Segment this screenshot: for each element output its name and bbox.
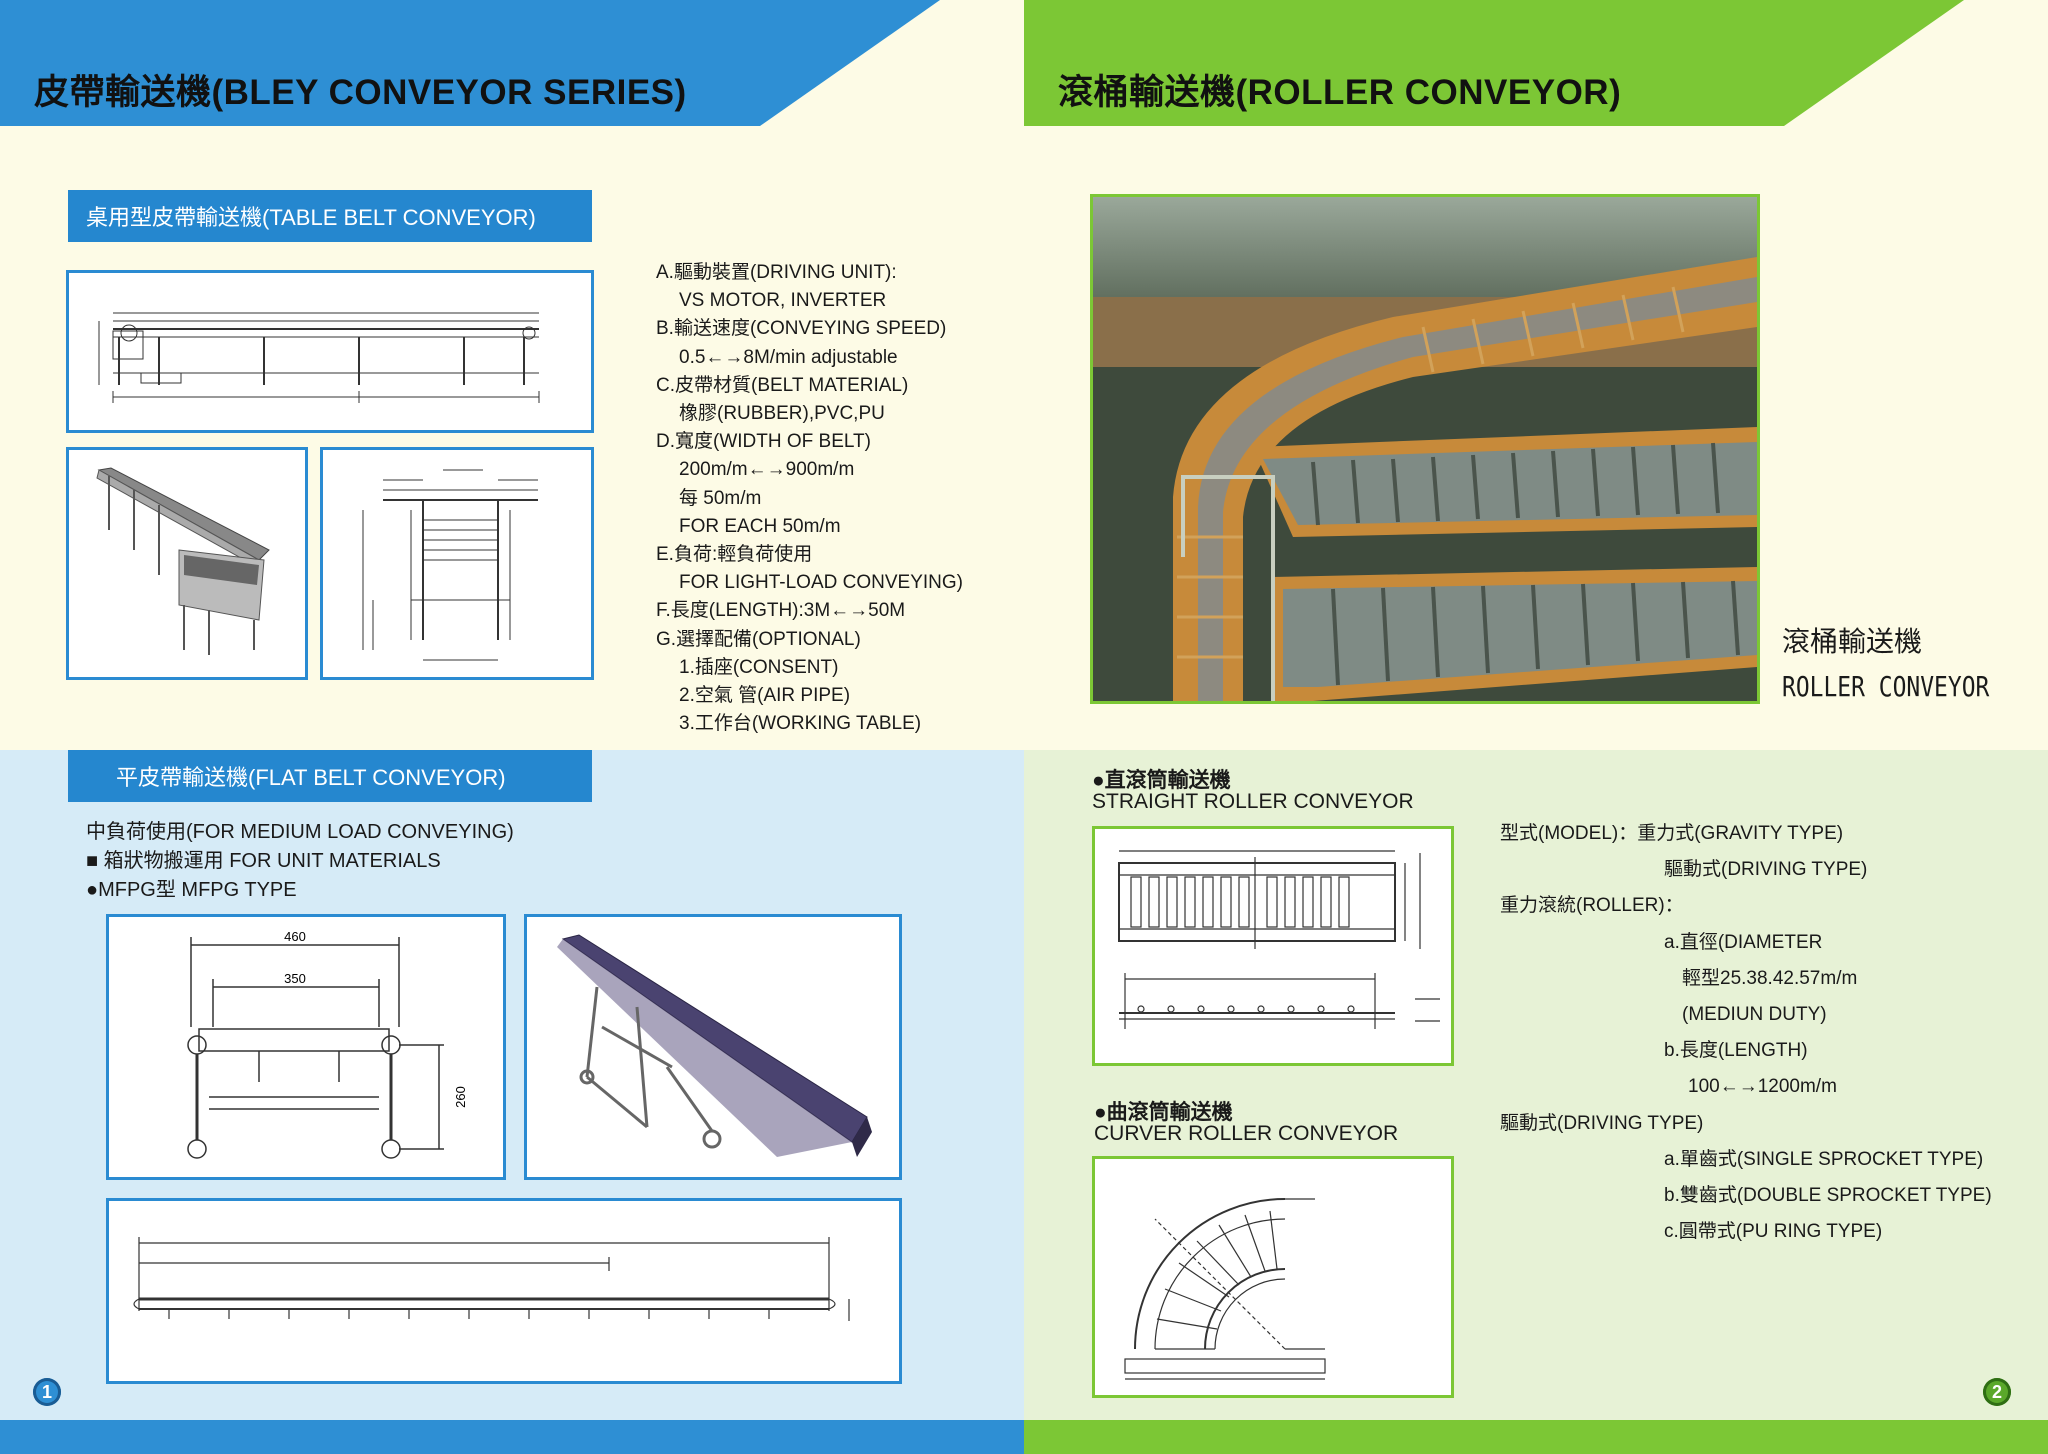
spec-line: 3.工作台(WORKING TABLE) (679, 713, 922, 735)
roller-spec-line: a.直徑(DIAMETER (1664, 931, 1823, 953)
right-header-band (1024, 0, 1964, 126)
spec-line: 200m/m←→900m/m (679, 459, 855, 481)
roller-spec-line: 輕型25.38.42.57m/m (1682, 967, 1858, 989)
right-page-title: 滾桶輸送機(ROLLER CONVEYOR) (1058, 73, 1622, 112)
roller-conveyor-specs: 型式(MODEL)：重力式(GRAVITY TYPE) 驅動式(DRIVING … (1500, 816, 1992, 1250)
roller-spec-line: b.雙齒式(DOUBLE SPROCKET TYPE) (1664, 1185, 1992, 1207)
roller-spec-line: 驅動式(DRIVING TYPE) (1500, 1112, 1704, 1134)
spec-line: 0.5←→8M/min adjustable (679, 346, 898, 368)
table-conveyor-photo (66, 447, 308, 680)
photo-caption-zh: 滾桶輸送機 (1782, 626, 1923, 657)
left-footer-band (0, 1420, 1024, 1454)
roller-spec-line: 重力滾統(ROLLER)： (1500, 895, 1684, 917)
table-conveyor-specs: A.驅動裝置(DRIVING UNIT): VS MOTOR, INVERTER… (656, 259, 963, 738)
flat-belt-photo (524, 914, 902, 1180)
dim-350: 350 (284, 971, 306, 986)
curve-roller-title-zh: ●曲滾筒輸送機 (1094, 1101, 1233, 1124)
left-page-number: 1 (33, 1378, 61, 1406)
curve-roller-drawing (1092, 1156, 1454, 1398)
flat-belt-line: ●MFPG型 MFPG TYPE (86, 879, 297, 901)
right-page-number: 2 (1983, 1378, 2011, 1406)
spec-line: B.輸送速度(CONVEYING SPEED) (656, 318, 947, 340)
roller-spec-line: 型式(MODEL)：重力式(GRAVITY TYPE) (1500, 823, 1844, 844)
spec-line: D.寬度(WIDTH OF BELT) (656, 431, 871, 453)
spec-line: A.驅動裝置(DRIVING UNIT): (656, 262, 897, 283)
dim-460: 460 (284, 929, 306, 944)
left-header-band (0, 0, 940, 126)
table-belt-section-title: 桌用型皮帶輸送機(TABLE BELT CONVEYOR) (68, 190, 592, 242)
spec-line: 橡膠(RUBBER),PVC,PU (679, 403, 885, 425)
roller-spec-line: 驅動式(DRIVING TYPE) (1664, 859, 1868, 881)
flat-belt-section-drawing: 460 350 260 (106, 914, 506, 1180)
curve-roller-title-en: CURVER ROLLER CONVEYOR (1094, 1122, 1399, 1145)
table-conveyor-side-drawing (66, 270, 594, 433)
spec-line: FOR LIGHT-LOAD CONVEYING) (679, 572, 963, 594)
spec-line: 每 50m/m (679, 487, 762, 509)
flat-belt-long-drawing (106, 1198, 902, 1384)
roller-spec-line: (MEDIUN DUTY) (1682, 1004, 1827, 1026)
spec-line: G.選擇配備(OPTIONAL) (656, 628, 861, 650)
right-footer-band (1024, 1420, 2048, 1454)
flat-belt-section-title: 平皮帶輸送機(FLAT BELT CONVEYOR) (68, 750, 592, 802)
roller-spec-line: a.單齒式(SINGLE SPROCKET TYPE) (1664, 1148, 1984, 1170)
flat-belt-line: 中負荷使用(FOR MEDIUM LOAD CONVEYING) (86, 821, 514, 843)
spec-line: 2.空氣 管(AIR PIPE) (679, 685, 851, 707)
spec-line: FOR EACH 50m/m (679, 515, 841, 537)
spec-line: 1.插座(CONSENT) (679, 656, 839, 678)
flat-belt-description: 中負荷使用(FOR MEDIUM LOAD CONVEYING) ■ 箱狀物搬運… (86, 818, 514, 905)
flat-belt-line: ■ 箱狀物搬運用 FOR UNIT MATERIALS (86, 850, 441, 872)
roller-spec-line: c.圓帶式(PU RING TYPE) (1664, 1221, 1883, 1243)
straight-roller-drawing (1092, 826, 1454, 1066)
spec-line: VS MOTOR, INVERTER (679, 290, 887, 312)
photo-caption-en: ROLLER CONVEYOR (1782, 670, 1990, 703)
straight-roller-title-en: STRAIGHT ROLLER CONVEYOR (1092, 790, 1414, 813)
straight-roller-title-zh: ●直滾筒輸送機 (1092, 769, 1231, 792)
roller-conveyor-photo (1090, 194, 1760, 704)
spec-line: C.皮帶材質(BELT MATERIAL) (656, 374, 909, 396)
roller-spec-line: b.長度(LENGTH) (1664, 1040, 1808, 1062)
spec-line: E.負荷:輕負荷使用 (656, 544, 813, 566)
table-conveyor-end-drawing (320, 447, 594, 680)
roller-spec-line: 100←→1200m/m (1688, 1076, 1837, 1098)
dim-260: 260 (453, 1086, 468, 1108)
spec-line: F.長度(LENGTH):3M←→50M (656, 600, 906, 622)
left-page-title: 皮帶輸送機(BLEY CONVEYOR SERIES) (34, 73, 687, 112)
